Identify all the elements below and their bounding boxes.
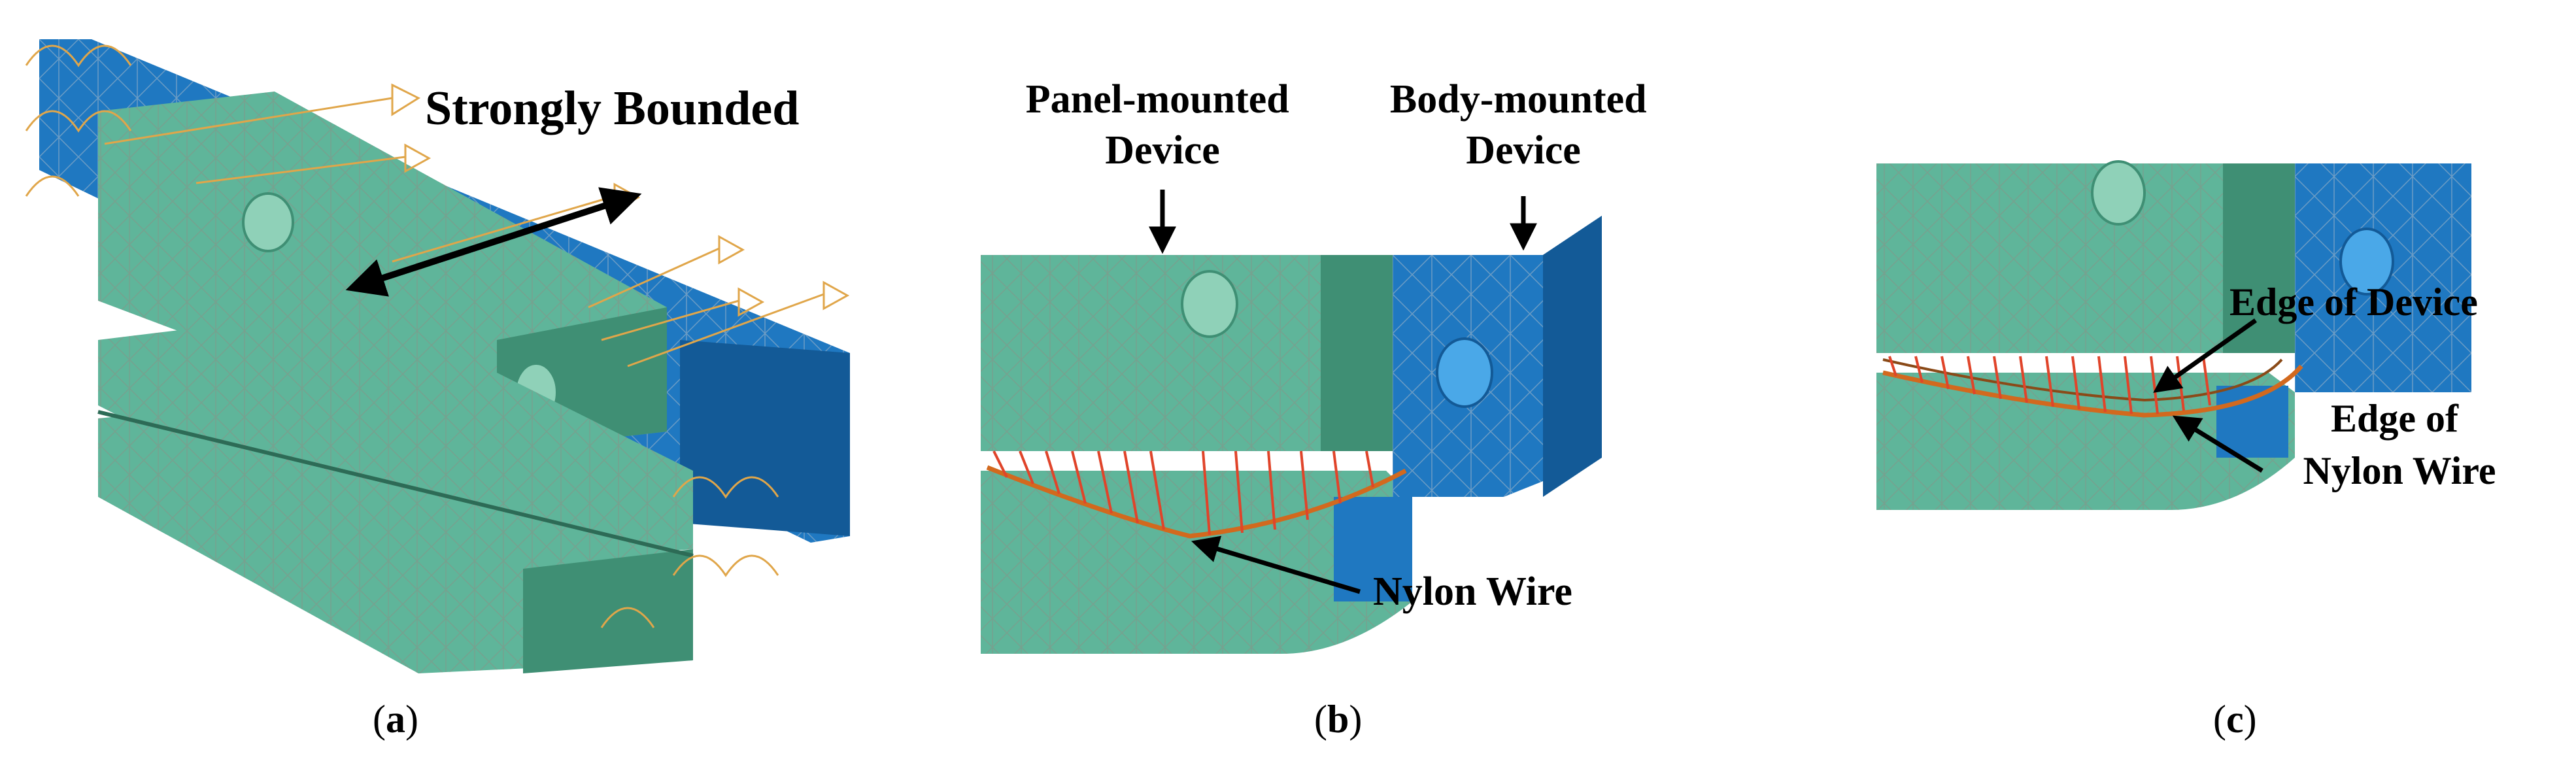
panel-a-caption: (a) (373, 698, 418, 741)
panel-c-nylon-wire (1882, 356, 2303, 418)
bolt-hole-icon (2339, 228, 2394, 296)
panel-b-nylon-wire (986, 450, 1407, 539)
panel-b-body-mounted-label: Body-mounted Device (1390, 77, 1657, 173)
panel-c-edge-of-nylon-label: Edge of Nylon Wire (2303, 397, 2496, 492)
panel-b-panel-mounted-device (981, 255, 1412, 654)
panel-a-strongly-bounded-label: Strongly Bounded (425, 82, 799, 135)
panel-b: Panel-mounted Device Body-mounted Device… (981, 77, 1657, 741)
panel-b-panel-mounted-label: Panel-mounted Device (1026, 77, 1300, 173)
panel-c: Edge of Device Edge of Nylon Wire (c) (1876, 160, 2496, 741)
panel-c-body-mounted-device (2295, 163, 2471, 392)
panel-c-caption: (c) (2213, 698, 2257, 741)
bolt-hole-icon (242, 192, 294, 252)
panel-b-nylon-wire-arrow (1191, 535, 1361, 594)
panel-b-body-mounted-device (1393, 216, 1602, 497)
panel-b-nylon-wire-label: Nylon Wire (1373, 569, 1572, 614)
bolt-hole-icon (1181, 270, 1238, 338)
panel-c-edge-of-device-label: Edge of Device (2229, 280, 2478, 324)
panel-b-caption: (b) (1314, 698, 1362, 741)
panel-a-sliding-direction-arrow (345, 187, 642, 297)
panel-c-panel-mounted-device (1876, 160, 2295, 510)
panel-c-edge-of-nylon-arrow (2172, 415, 2263, 473)
panel-a-lower-blocks (97, 307, 694, 673)
panel-c-edge-of-device-arrow (2153, 318, 2258, 393)
bolt-hole-icon (1436, 337, 1493, 408)
panel-a: Strongly Bounded (a) (25, 39, 850, 741)
bolt-hole-icon (2091, 160, 2146, 226)
